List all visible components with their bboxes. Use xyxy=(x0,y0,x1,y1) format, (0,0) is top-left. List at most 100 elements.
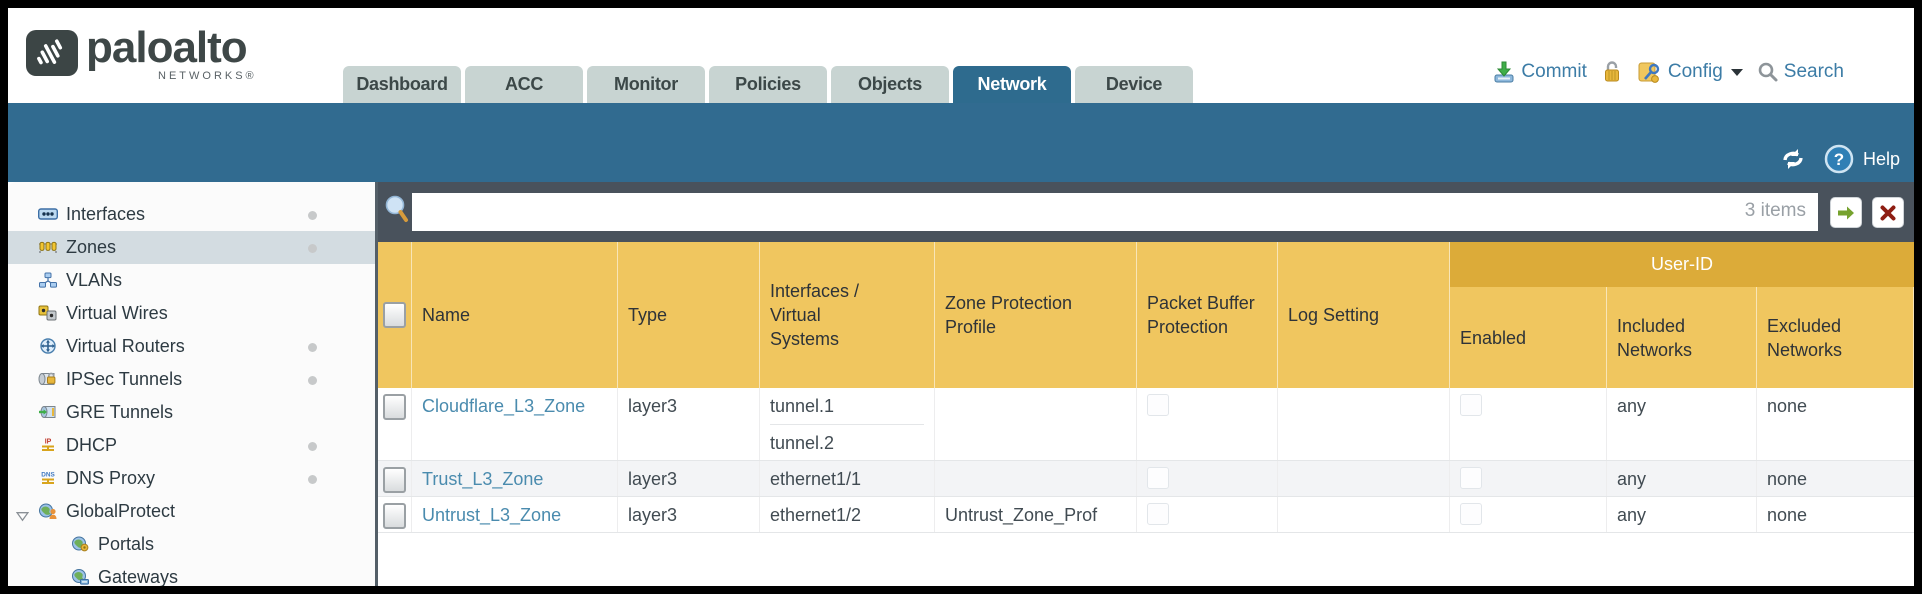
search-button[interactable]: Search xyxy=(1757,61,1844,83)
user-id-enabled-checkbox[interactable] xyxy=(1460,467,1482,489)
sub-header-band: ? Help xyxy=(8,103,1914,182)
help-button[interactable]: ? Help xyxy=(1824,144,1900,174)
tab-network[interactable]: Network xyxy=(953,66,1071,103)
col-header-interfaces[interactable]: Interfaces / Virtual Systems xyxy=(760,242,935,388)
filter-search-icon xyxy=(385,195,408,222)
utility-bar: Commit Config xyxy=(1492,60,1844,84)
row-select-checkbox[interactable] xyxy=(383,394,406,420)
item-options-dot xyxy=(308,441,317,451)
col-header-log-setting[interactable]: Log Setting xyxy=(1278,242,1450,388)
sidebar-item-label: Portals xyxy=(98,534,155,554)
tab-objects[interactable]: Objects xyxy=(831,66,949,103)
zone-name-cell: Untrust_L3_Zone xyxy=(412,497,618,532)
gre-tunnels-icon xyxy=(38,404,58,421)
user-id-enabled-checkbox[interactable] xyxy=(1460,394,1482,416)
table-body: Cloudflare_L3_Zone layer3 tunnel.1 tunnel.2… xyxy=(378,388,1914,533)
sidebar-item-label: VLANs xyxy=(66,270,123,290)
commit-icon xyxy=(1494,61,1514,83)
zone-type-cell: layer3 xyxy=(618,497,760,532)
row-select-checkbox[interactable] xyxy=(383,503,406,529)
tab-monitor[interactable]: Monitor xyxy=(587,66,705,103)
zone-link[interactable]: Trust_L3_Zone xyxy=(422,469,544,489)
sidebar-item-virtual-wires[interactable]: Virtual Wires xyxy=(8,297,375,330)
sidebar-item-vlans[interactable]: VLANs xyxy=(8,264,375,297)
interface-entry: ethernet1/2 xyxy=(770,505,862,525)
row-select-checkbox[interactable] xyxy=(383,467,406,493)
packet-buffer-checkbox[interactable] xyxy=(1147,503,1169,525)
brand-subtitle: NETWORKS® xyxy=(158,70,257,82)
user-id-enabled-cell xyxy=(1450,497,1607,532)
item-options-dot xyxy=(308,243,317,253)
sidebar-item-label: Virtual Routers xyxy=(66,336,185,356)
expand-triangle-icon[interactable] xyxy=(15,506,30,522)
tab-dashboard[interactable]: Dashboard xyxy=(343,66,461,103)
user-id-group-header: User-ID xyxy=(1450,242,1914,287)
zone-protection-profile-cell: Untrust_Zone_Prof xyxy=(935,497,1137,532)
sidebar-item-label: Interfaces xyxy=(66,204,146,224)
col-header-type[interactable]: Type xyxy=(618,242,760,388)
vlans-icon xyxy=(38,272,58,289)
filter-input[interactable] xyxy=(412,193,1818,231)
table-row: Cloudflare_L3_Zone layer3 tunnel.1 tunnel.2… xyxy=(378,388,1914,461)
lock-icon[interactable] xyxy=(1601,60,1623,84)
globalprotect-icon xyxy=(38,503,58,520)
sidebar-item-globalprotect[interactable]: GlobalProtect xyxy=(8,495,375,528)
commit-button[interactable]: Commit xyxy=(1492,60,1587,84)
sidebar-item-interfaces[interactable]: Interfaces xyxy=(8,198,375,231)
interface-entry: tunnel.1 xyxy=(770,396,835,416)
select-all-checkbox[interactable] xyxy=(383,302,406,328)
interface-entry: ethernet1/1 xyxy=(770,469,862,489)
user-id-enabled-checkbox[interactable] xyxy=(1460,503,1482,525)
sidebar-item-label: GRE Tunnels xyxy=(66,402,174,422)
zone-protection-profile-cell xyxy=(935,461,1137,496)
chevron-down-icon xyxy=(1730,68,1743,76)
col-header-excluded-networks[interactable]: Excluded Networks xyxy=(1757,287,1914,388)
zone-name-cell: Cloudflare_L3_Zone xyxy=(412,388,618,460)
col-header-enabled[interactable]: Enabled xyxy=(1450,287,1607,388)
excluded-networks-cell: none xyxy=(1767,396,1808,416)
portals-icon xyxy=(70,536,90,553)
zone-type-cell: layer3 xyxy=(618,388,760,460)
zone-link[interactable]: Cloudflare_L3_Zone xyxy=(422,396,586,416)
table-row: Untrust_L3_Zone layer3 ethernet1/2 Untrust_… xyxy=(378,497,1914,533)
sidebar-item-gre-tunnels[interactable]: GRE Tunnels xyxy=(8,396,375,429)
tab-policies[interactable]: Policies xyxy=(709,66,827,103)
config-menu-button[interactable]: Config xyxy=(1637,60,1743,84)
row-select-cell xyxy=(378,388,412,460)
sidebar-item-label: DHCP xyxy=(66,435,118,455)
col-header-name[interactable]: Name xyxy=(412,242,618,388)
col-header-zone-protection-profile[interactable]: Zone Protection Profile xyxy=(935,242,1137,388)
zone-link[interactable]: Untrust_L3_Zone xyxy=(422,505,562,525)
zone-interfaces-cell: ethernet1/1 xyxy=(760,461,935,496)
refresh-icon[interactable] xyxy=(1778,146,1808,172)
col-header-packet-buffer-protection[interactable]: Packet Buffer Protection xyxy=(1137,242,1278,388)
item-options-dot xyxy=(308,210,317,220)
config-icon xyxy=(1638,62,1660,83)
zone-type-cell: layer3 xyxy=(618,461,760,496)
tab-acc[interactable]: ACC xyxy=(465,66,583,103)
packet-buffer-checkbox[interactable] xyxy=(1147,467,1169,489)
tab-device[interactable]: Device xyxy=(1075,66,1193,103)
sidebar-item-label: IPSec Tunnels xyxy=(66,369,183,389)
sidebar-item-ipsec-tunnels[interactable]: IPSec Tunnels xyxy=(8,363,375,396)
log-setting-cell xyxy=(1278,388,1450,460)
apply-filter-button[interactable] xyxy=(1830,197,1862,228)
packet-buffer-protection-cell xyxy=(1137,497,1278,532)
sidebar-item-gateways[interactable]: Gateways xyxy=(8,561,375,586)
packet-buffer-checkbox[interactable] xyxy=(1147,394,1169,416)
dns-proxy-icon: DNS xyxy=(38,470,58,487)
clear-filter-button[interactable] xyxy=(1872,197,1904,228)
sidebar-item-label: GlobalProtect xyxy=(66,501,176,521)
sidebar-item-portals[interactable]: Portals xyxy=(8,528,375,561)
help-label: Help xyxy=(1862,148,1900,169)
search-icon xyxy=(1758,62,1778,82)
zones-table: Name Type Interfaces / Virtual Systems Z… xyxy=(378,242,1914,533)
sidebar-item-virtual-routers[interactable]: Virtual Routers xyxy=(8,330,375,363)
col-header-included-networks[interactable]: Included Networks xyxy=(1607,287,1757,388)
interface-entry: tunnel.2 xyxy=(770,424,924,460)
sidebar-item-zones[interactable]: Zones xyxy=(8,231,375,264)
